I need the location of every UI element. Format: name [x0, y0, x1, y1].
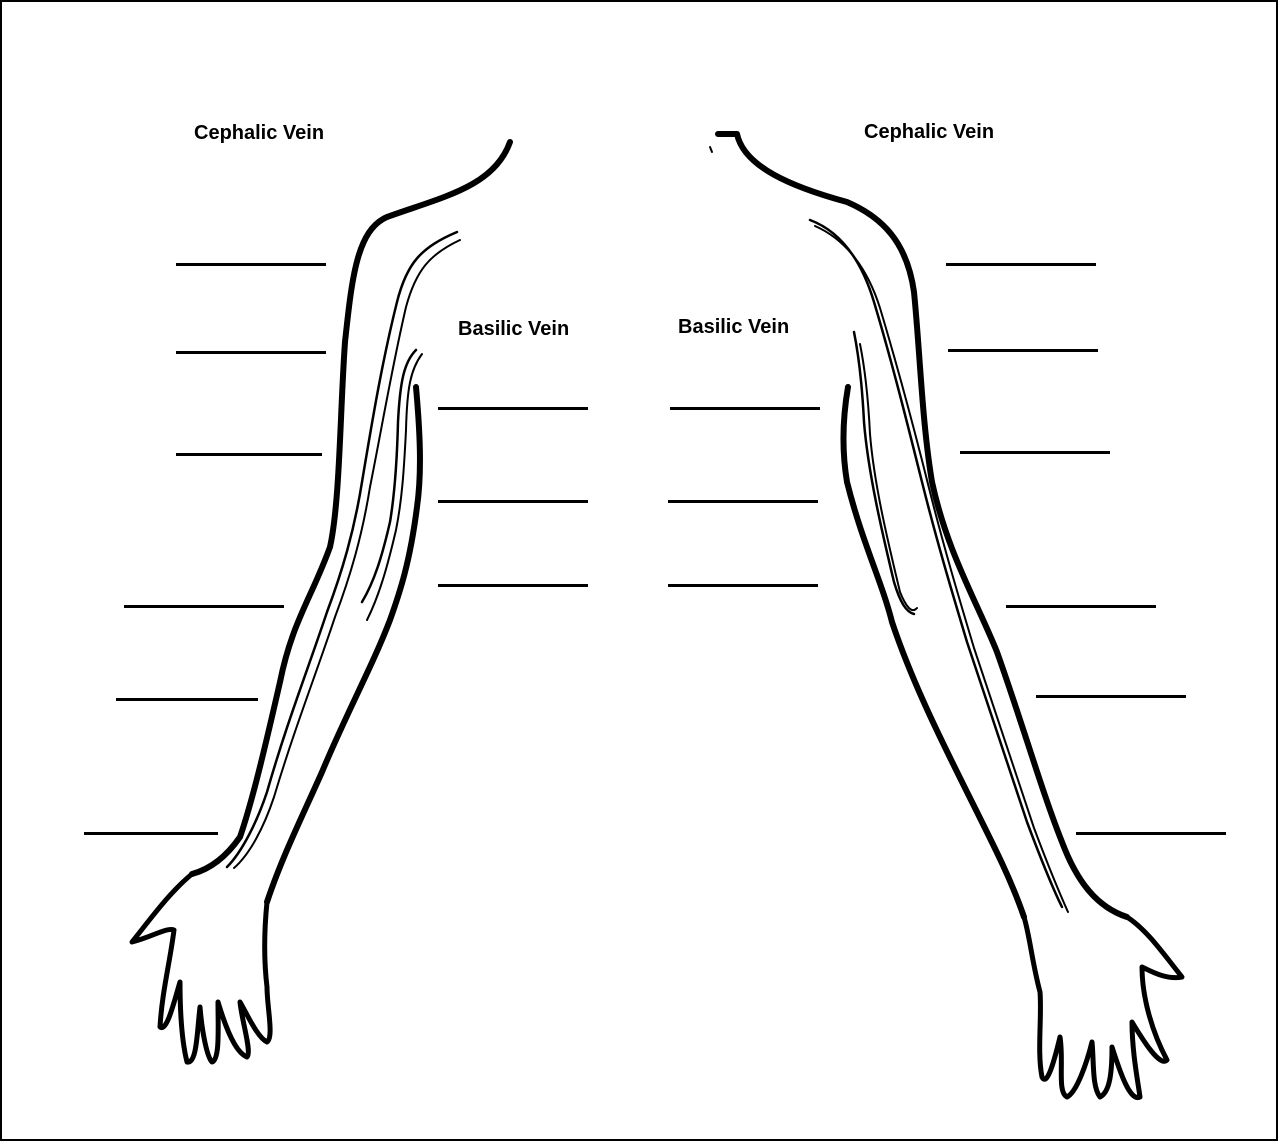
right-cephalic-label: Cephalic Vein [864, 121, 994, 144]
right-basilic-label: Basilic Vein [678, 316, 789, 339]
right-cephalic-vein-2 [815, 226, 1068, 912]
right-cephalic-vein [810, 220, 1062, 907]
right-basilic-vein-2 [860, 344, 917, 610]
answer-blank[interactable] [1076, 832, 1226, 835]
answer-blank[interactable] [670, 407, 820, 410]
right-hand [1024, 917, 1182, 1098]
answer-blank[interactable] [438, 584, 588, 587]
right-arm [710, 134, 1182, 1098]
answer-blank[interactable] [1006, 605, 1156, 608]
answer-blank[interactable] [438, 500, 588, 503]
answer-blank[interactable] [124, 605, 284, 608]
answer-blank[interactable] [116, 698, 258, 701]
left-basilic-label: Basilic Vein [458, 318, 569, 341]
answer-blank[interactable] [960, 451, 1110, 454]
left-arm-outer-contour [192, 142, 510, 874]
answer-blank[interactable] [176, 263, 326, 266]
right-arm-outer-contour [718, 134, 1127, 917]
answer-blank[interactable] [946, 263, 1096, 266]
right-basilic-vein [854, 332, 914, 614]
answer-blank[interactable] [668, 500, 818, 503]
answer-blank[interactable] [176, 351, 326, 354]
answer-blank[interactable] [84, 832, 218, 835]
answer-blank[interactable] [948, 349, 1098, 352]
left-hand [132, 874, 270, 1062]
answer-blank[interactable] [668, 584, 818, 587]
right-shoulder-tick [710, 147, 712, 152]
answer-blank[interactable] [1036, 695, 1186, 698]
answer-blank[interactable] [438, 407, 588, 410]
left-cephalic-label: Cephalic Vein [194, 122, 324, 145]
left-arm [132, 142, 510, 1062]
answer-blank[interactable] [176, 453, 322, 456]
